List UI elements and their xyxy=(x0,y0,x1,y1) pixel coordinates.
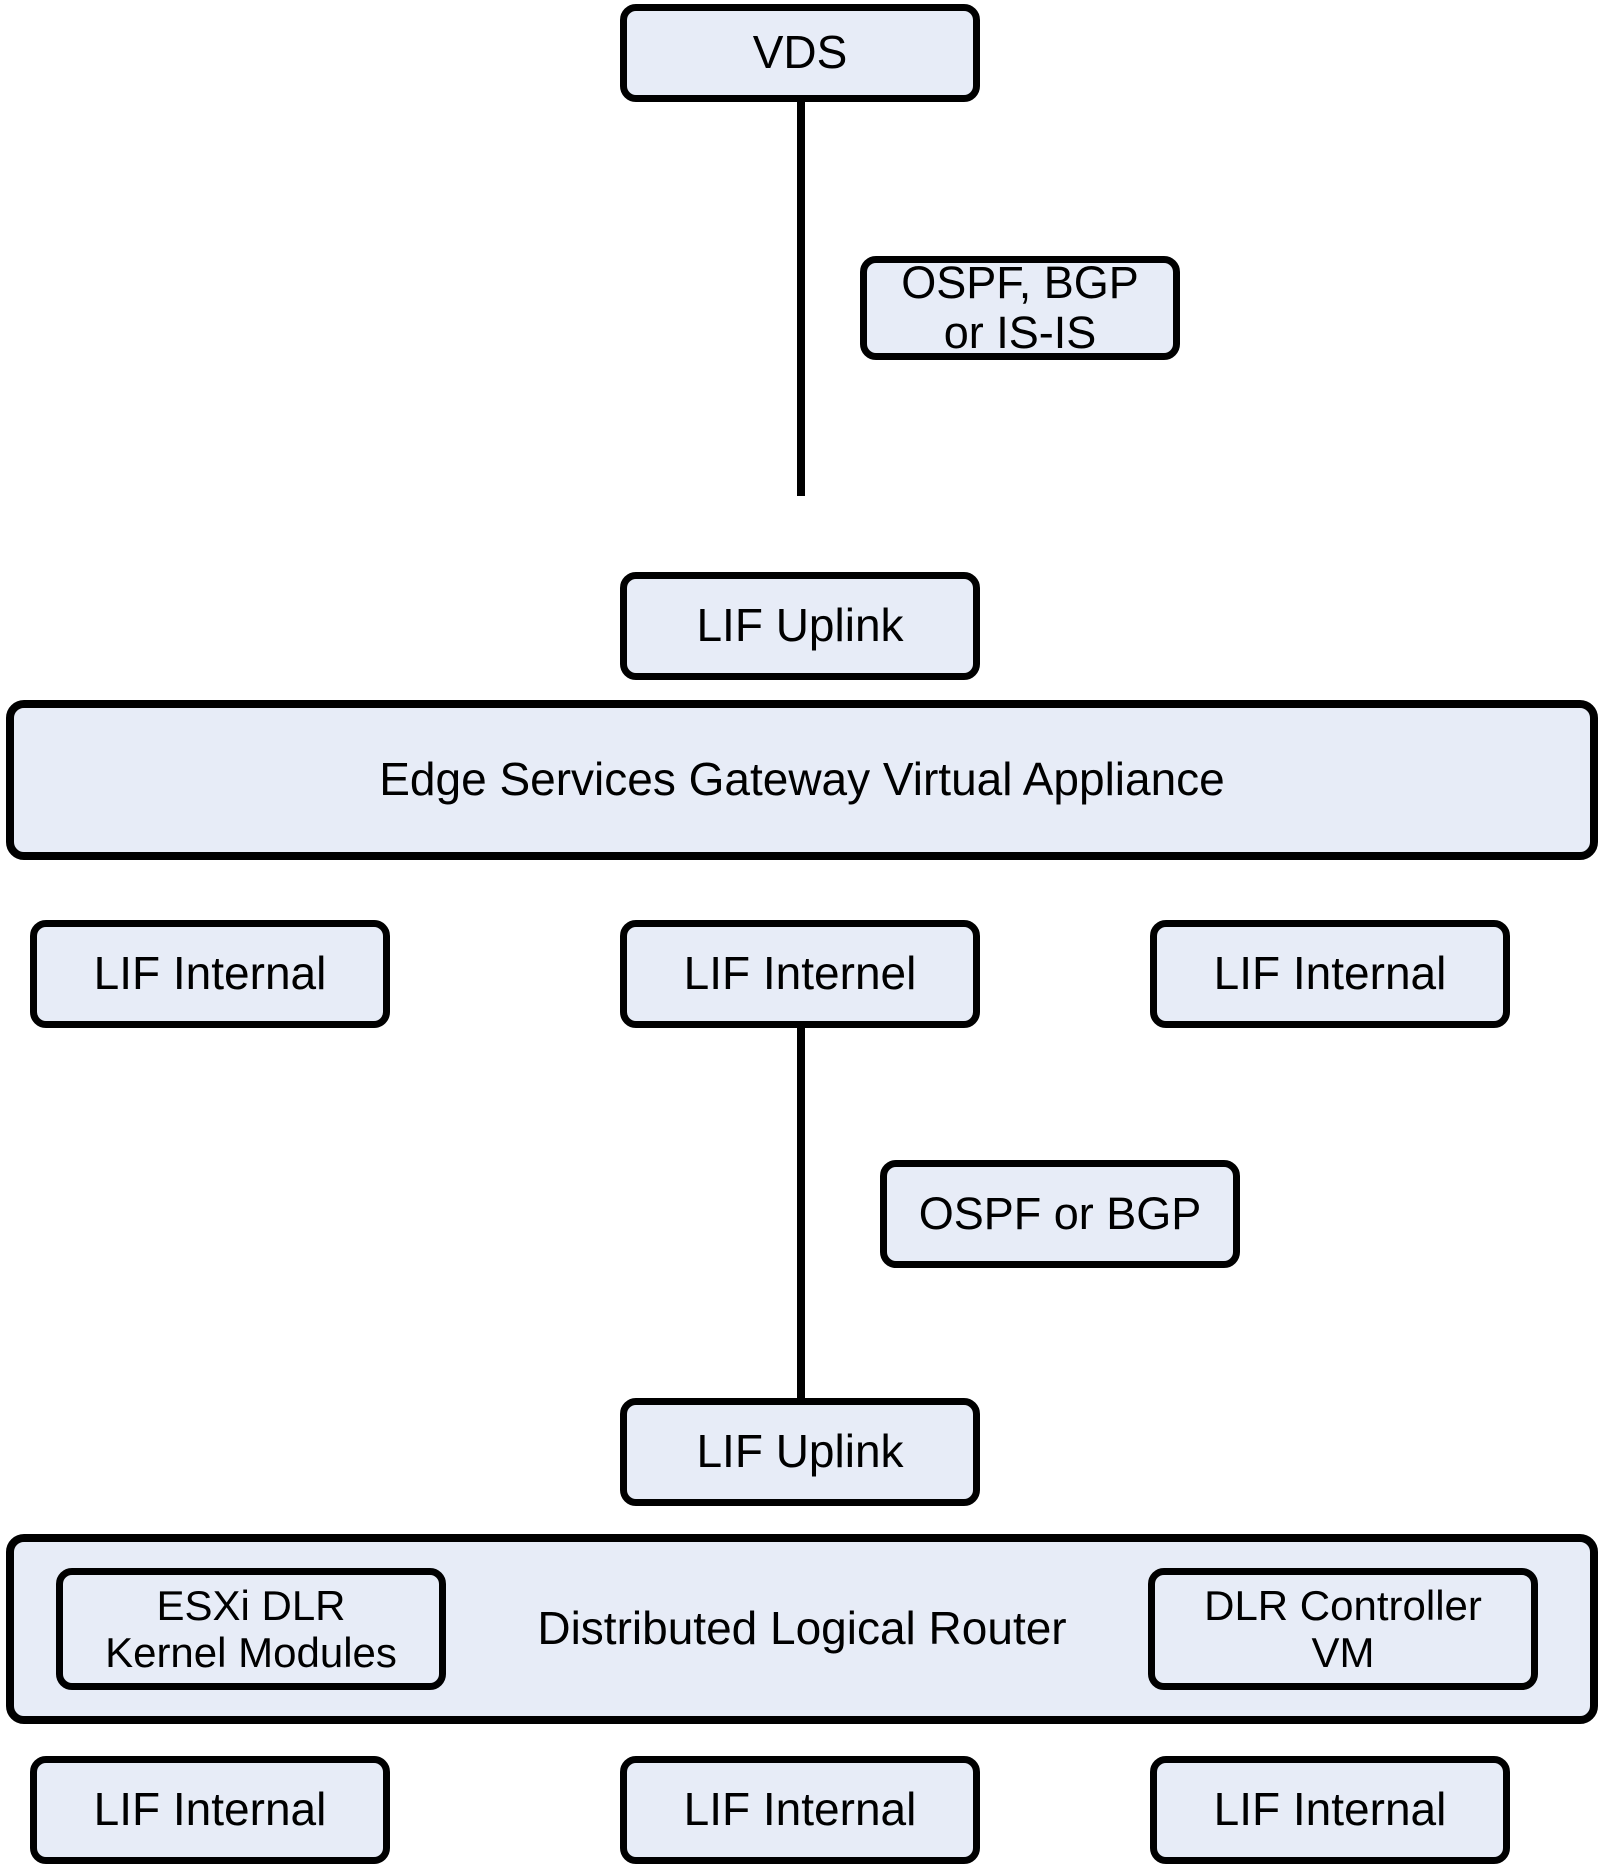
node-dlr-controller-vm[interactable]: DLR Controller VM xyxy=(1148,1568,1538,1690)
node-lif-internal-dlr-center[interactable]: LIF Internal xyxy=(620,1756,980,1864)
connector-lif-internel-to-lif-uplink-lower xyxy=(797,1026,805,1416)
node-vds[interactable]: VDS xyxy=(620,4,980,102)
node-esxi-dlr-kernel-modules[interactable]: ESXi DLR Kernel Modules xyxy=(56,1568,446,1690)
node-lif-uplink-upper[interactable]: LIF Uplink xyxy=(620,572,980,680)
node-lif-internal-dlr-left[interactable]: LIF Internal xyxy=(30,1756,390,1864)
connector-vds-to-lif-uplink-upper xyxy=(797,96,805,496)
node-lif-internal-esg-right[interactable]: LIF Internal xyxy=(1150,920,1510,1028)
node-lif-internal-esg-left[interactable]: LIF Internal xyxy=(30,920,390,1028)
node-lif-internel-esg-center[interactable]: LIF Internel xyxy=(620,920,980,1028)
node-lif-internal-dlr-right[interactable]: LIF Internal xyxy=(1150,1756,1510,1864)
node-lif-uplink-lower[interactable]: LIF Uplink xyxy=(620,1398,980,1506)
node-edge-services-gateway[interactable]: Edge Services Gateway Virtual Appliance xyxy=(6,700,1598,860)
label-routing-protocols-lower[interactable]: OSPF or BGP xyxy=(880,1160,1240,1268)
label-routing-protocols-upper[interactable]: OSPF, BGP or IS-IS xyxy=(860,256,1180,360)
